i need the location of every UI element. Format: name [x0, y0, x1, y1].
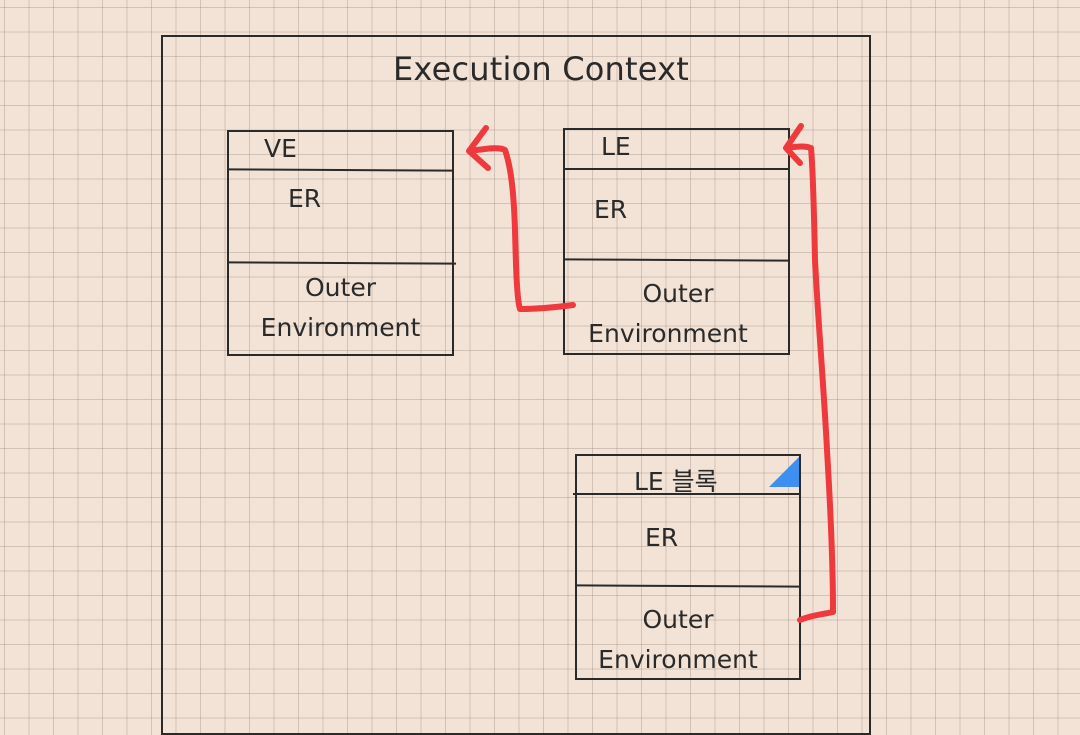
- le-block-outer-line2: Environment: [598, 645, 758, 674]
- le-block-er-label: ER: [645, 523, 679, 552]
- execution-context-title: Execution Context: [393, 50, 689, 88]
- le-block-outer-environment-label: Outer Environment: [575, 600, 781, 680]
- ve-box: [227, 130, 454, 356]
- le-block-box: [575, 454, 801, 680]
- le-outer-line2: Environment: [588, 319, 748, 348]
- le-block-outer-line1: Outer: [642, 605, 714, 634]
- le-block-to-le-arrow: [783, 123, 836, 623]
- ve-er-label: ER: [288, 184, 322, 213]
- le-outer-line1: Outer: [642, 279, 714, 308]
- ve-outer-line1: Outer: [305, 273, 376, 302]
- le-outer-environment-label: Outer Environment: [563, 274, 773, 354]
- le-block-header-divider: [573, 493, 801, 495]
- le-header-divider: [563, 168, 790, 170]
- ve-outer-line2: Environment: [260, 313, 421, 342]
- le-header-label: LE: [601, 132, 631, 161]
- le-box: [563, 128, 790, 355]
- le-to-ve-arrow: [466, 125, 576, 312]
- le-block-header-label: LE 블록: [634, 467, 718, 496]
- le-er-label: ER: [594, 195, 628, 224]
- ve-header-label: VE: [264, 134, 297, 163]
- ve-outer-environment-label: Outer Environment: [227, 268, 454, 348]
